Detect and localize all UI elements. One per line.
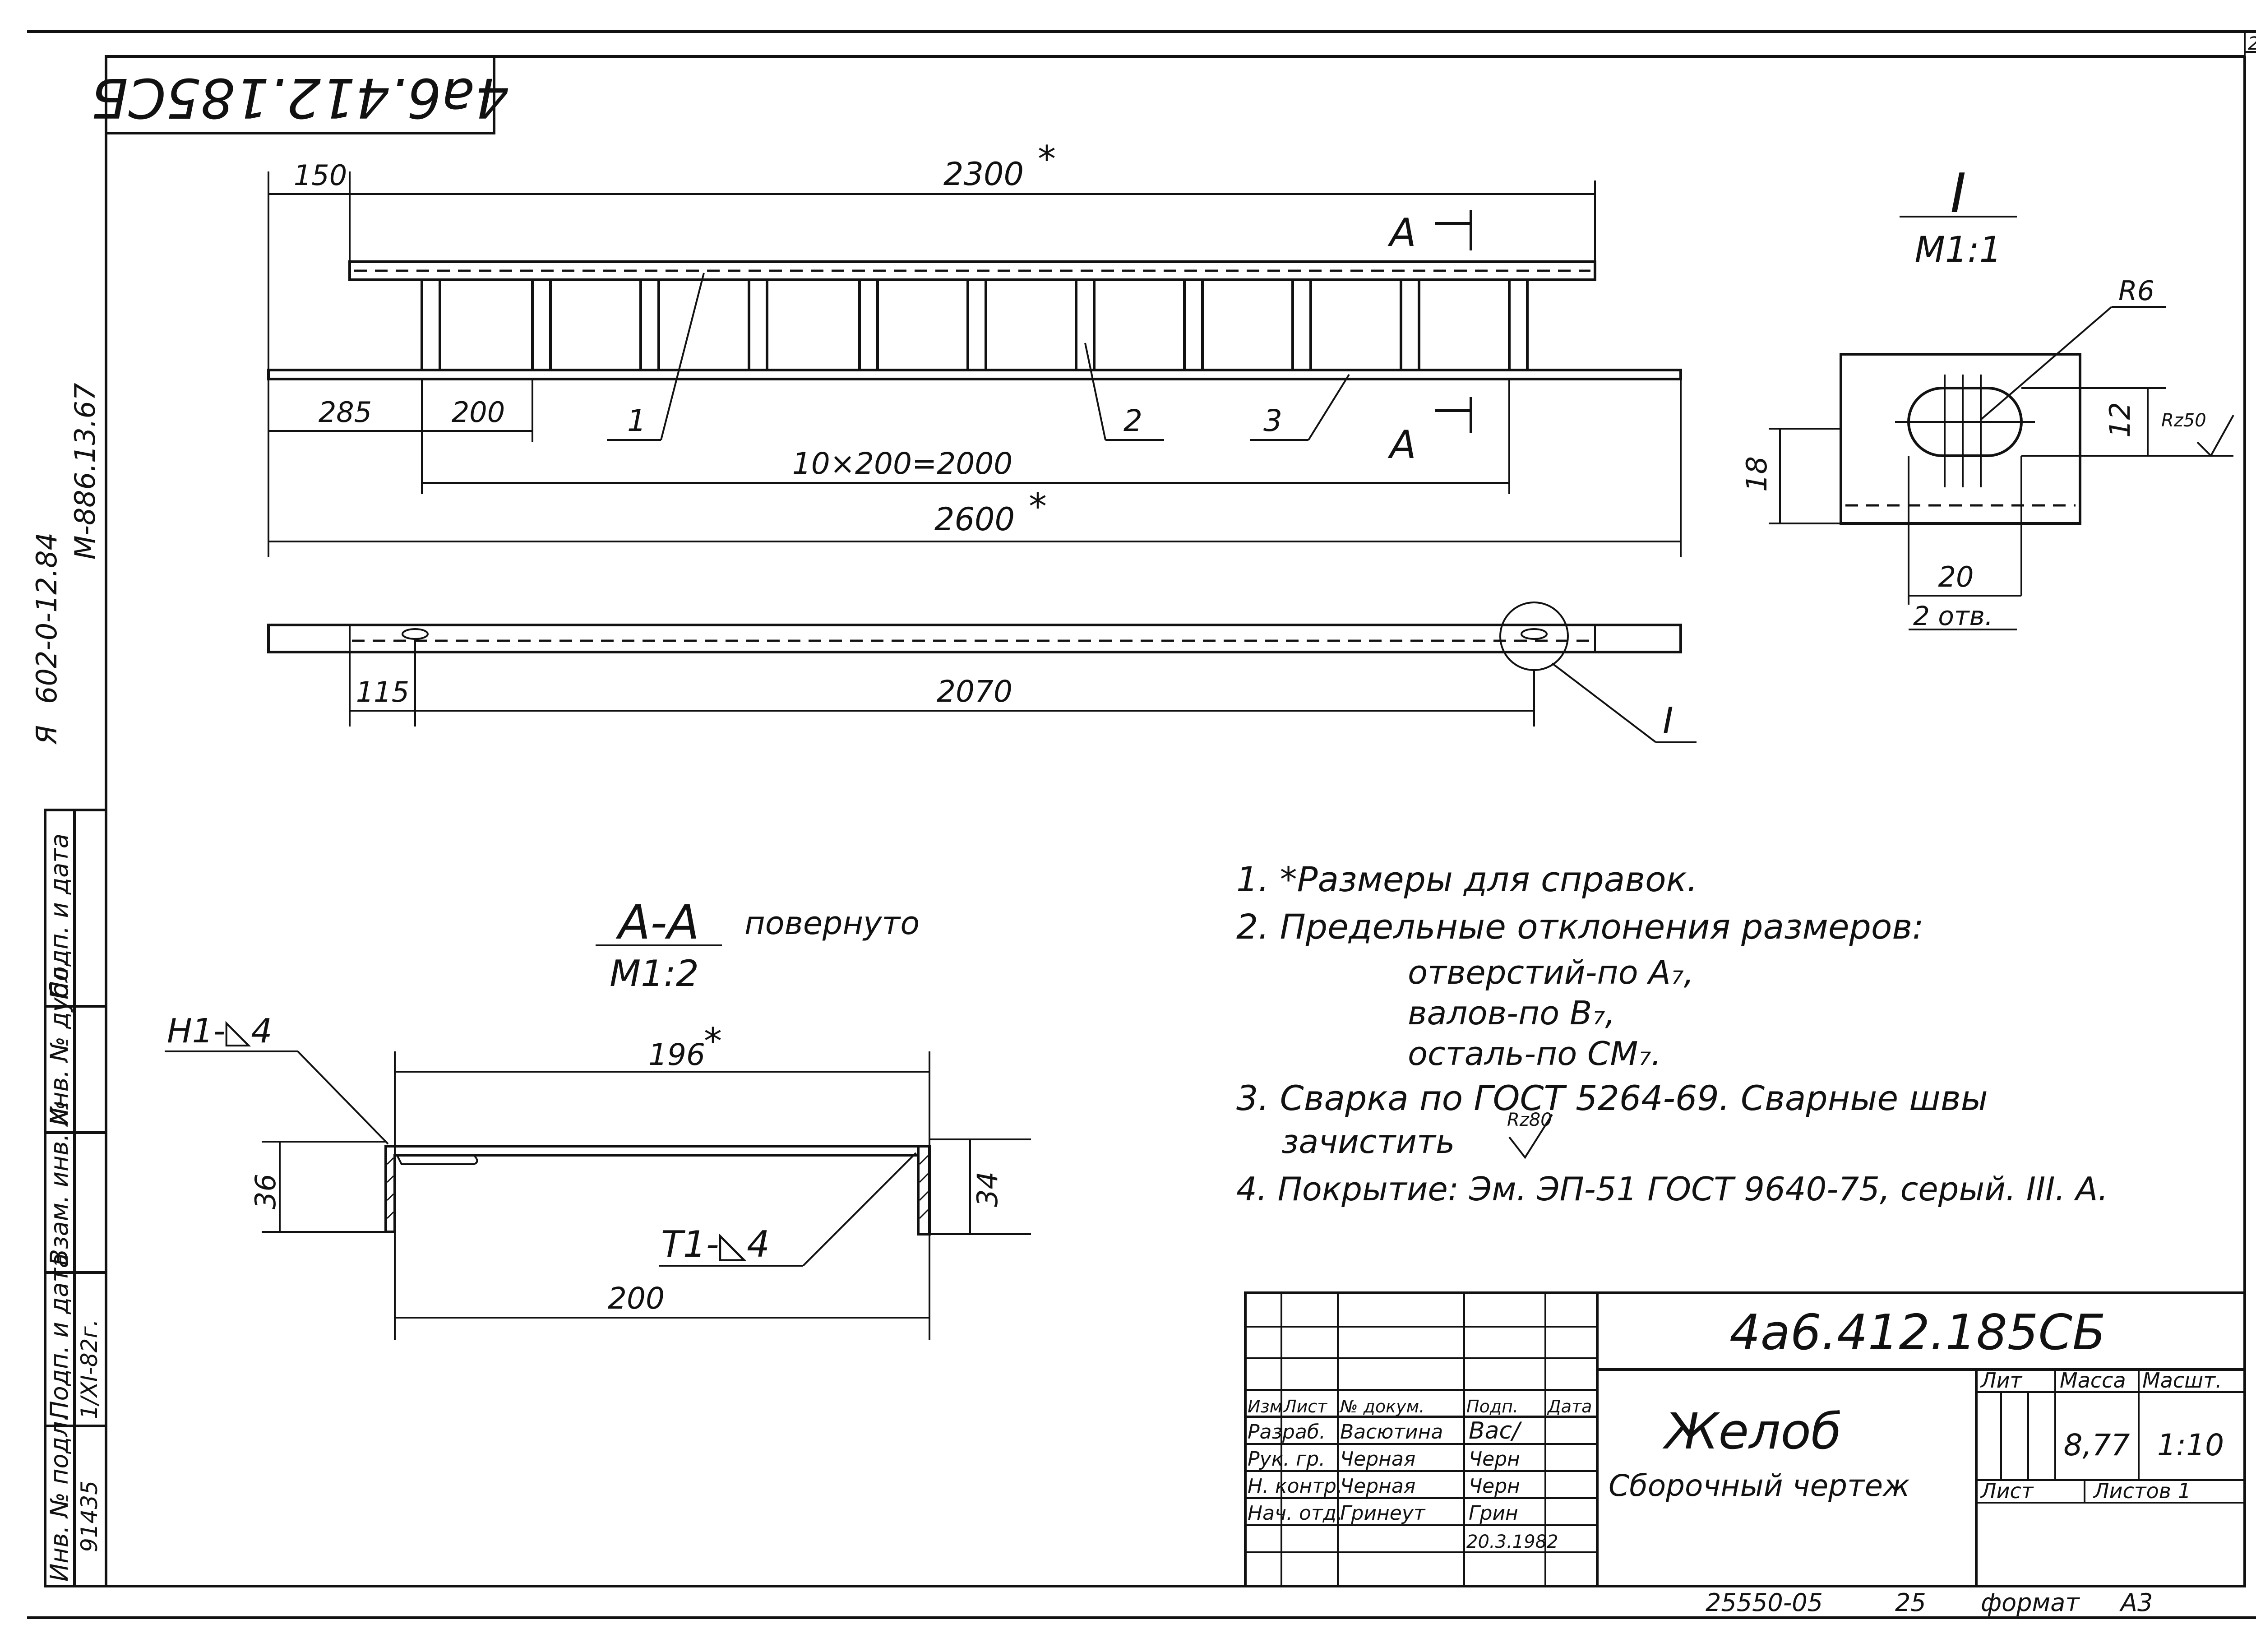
detail-height-small: 12 xyxy=(2103,402,2136,438)
detail-view: I М1:1 R6 12 Rz50 18 20 2 отв. xyxy=(1740,162,2234,631)
tb-role-3: Н. контр. xyxy=(1248,1475,1343,1498)
tb-name-3: Черная xyxy=(1340,1475,1415,1498)
tb-sign-4: Грин xyxy=(1469,1502,1518,1525)
tb-scale: 1:10 xyxy=(2157,1428,2224,1462)
note-2a: отверстий-по А₇, xyxy=(1408,953,1694,991)
bottom-code: 25550-05 xyxy=(1706,1588,1823,1617)
plan-view: I 115 2070 xyxy=(267,602,1697,743)
tb-subtitle: Сборочный чертеж xyxy=(1609,1468,1910,1503)
section-scale: М1:2 xyxy=(610,953,699,995)
detail-title: I xyxy=(1950,162,1966,225)
side-stamp-label-3: Взам. инв. № xyxy=(45,1100,74,1266)
dim-plan-offset: 115 xyxy=(356,676,409,708)
detail-height: 18 xyxy=(1740,456,1773,492)
tb-role-1: Разраб. xyxy=(1248,1421,1326,1444)
tb-lit-label: Лит xyxy=(1980,1368,2022,1393)
detail-roughness: Rz50 xyxy=(2161,410,2206,431)
margin-code-a: М-886.13.67 xyxy=(69,383,102,560)
side-stamp-value-4: 1/XI-82г. xyxy=(76,1319,102,1419)
tb-sign-1: Вас/ xyxy=(1469,1417,1522,1444)
note-2c: осталь-по СМ₇. xyxy=(1408,1035,1661,1073)
dim-plan-length: 2070 xyxy=(937,674,1012,709)
tb-role-4: Нач. отд. xyxy=(1248,1502,1343,1525)
tb-designation: 4а6.412.185СБ xyxy=(1729,1305,2106,1361)
tb-mass: 8,77 xyxy=(2064,1428,2130,1462)
section-mark-bottom: А xyxy=(1387,422,1416,467)
tb-sign-2: Черн xyxy=(1469,1448,1520,1471)
note-1: 1. *Размеры для справок. xyxy=(1236,859,1698,899)
tb-header-list: Лист xyxy=(1283,1397,1328,1416)
section-width-top: 196 xyxy=(648,1037,705,1072)
tb-sheet-label: Лист xyxy=(1980,1479,2034,1503)
section-mark-top: А xyxy=(1387,210,1416,255)
tb-date: 20.3.1982 xyxy=(1466,1532,1558,1552)
side-stamp-label-2: Инв. № дубл. xyxy=(45,959,74,1126)
section-rotated-note: повернуто xyxy=(744,905,920,942)
margin-code-b: 602-0-12.84 xyxy=(30,532,63,704)
tb-name-2: Черная xyxy=(1340,1448,1415,1471)
weld-top: Н1-◺4 xyxy=(167,1012,272,1050)
tb-name: Желоб xyxy=(1662,1402,1842,1460)
dim-left-offset: 150 xyxy=(294,159,347,192)
callout-3: 3 xyxy=(1263,403,1282,438)
dim-pitch-start: 285 xyxy=(319,396,372,429)
margin-notes: М-886.13.67 602-0-12.84 Я xyxy=(30,383,102,745)
detail-holes: 2 отв. xyxy=(1913,601,1993,631)
format-label: формат xyxy=(1981,1588,2080,1617)
tb-header-date: Дата xyxy=(1547,1397,1592,1416)
section-width-top-star: * xyxy=(704,1020,722,1062)
margin-prefix: Я xyxy=(30,725,63,745)
note-4: 4. Покрытие: Эм. ЭП-51 ГОСТ 9640-75, сер… xyxy=(1236,1170,2108,1208)
dim-length-top: 2300 xyxy=(943,156,1024,193)
side-stamp-label-4: Подп. и дата xyxy=(45,1253,74,1419)
note-roughness: Rz80 xyxy=(1507,1110,1552,1130)
section-height-left: 36 xyxy=(249,1174,282,1209)
title-block: Изм Лист № докум. Подп. Дата Разраб. Вас… xyxy=(1244,1291,2246,1587)
weld-bottom: Т1-◺4 xyxy=(661,1223,770,1265)
tb-name-4: Гринеут xyxy=(1340,1502,1426,1525)
callout-1: 1 xyxy=(627,403,646,438)
designation-box-rotated: 4а6.412.185СБ xyxy=(91,55,509,134)
dim-length-total-star: * xyxy=(1029,486,1047,528)
note-2: 2. Предельные отклонения размеров: xyxy=(1236,907,1924,947)
tb-header-izm: Изм xyxy=(1248,1397,1282,1416)
section-height-right: 34 xyxy=(971,1171,1004,1207)
tb-sheets-label: Листов 1 xyxy=(2093,1479,2191,1503)
technical-notes: 1. *Размеры для справок. 2. Предельные о… xyxy=(1236,859,2108,1208)
main-view: 150 2300 * 285 200 10×200=2000 2600 * А … xyxy=(267,138,1682,557)
tb-mass-label: Масса xyxy=(2060,1368,2126,1393)
tb-role-2: Рук. гр. xyxy=(1248,1448,1325,1471)
detail-width: 20 xyxy=(1938,560,1974,593)
side-stamp-label-5: Инв. № подл. xyxy=(45,1413,74,1582)
dim-length-total: 2600 xyxy=(934,501,1015,538)
tb-name-1: Васютина xyxy=(1340,1421,1443,1444)
bottom-number: 25 xyxy=(1895,1588,1926,1617)
section-width-bottom: 200 xyxy=(608,1281,665,1316)
section-view: А-А повернуто М1:2 196 * 36 34 200 xyxy=(165,895,1031,1340)
detail-mark: I xyxy=(1663,700,1674,742)
dim-pitch: 200 xyxy=(452,396,505,429)
note-3: 3. Сварка по ГОСТ 5264-69. Сварные швы xyxy=(1236,1078,1988,1118)
side-stamp: Подп. и дата Инв. № дубл. Взам. инв. № П… xyxy=(44,809,107,1587)
note-2b: валов-по В₇, xyxy=(1408,994,1615,1032)
note-3a: зачистить xyxy=(1281,1123,1455,1161)
tb-header-doc: № докум. xyxy=(1339,1397,1424,1416)
tb-scale-label: Масшт. xyxy=(2142,1368,2222,1393)
sheet-number: 24 xyxy=(2248,33,2256,54)
detail-scale: М1:1 xyxy=(1915,230,2002,270)
section-title: А-А xyxy=(615,895,699,950)
tb-sign-3: Черн xyxy=(1469,1475,1520,1498)
format-value: А3 xyxy=(2119,1588,2153,1617)
side-stamp-value-5: 91435 xyxy=(76,1481,102,1552)
callout-2: 2 xyxy=(1123,403,1142,438)
bottom-strip: 25550-05 25 формат А3 xyxy=(1706,1588,2153,1617)
dim-pitch-total: 10×200=2000 xyxy=(792,446,1013,481)
dim-length-top-star: * xyxy=(1038,138,1056,180)
detail-radius: R6 xyxy=(2118,275,2154,307)
designation-rotated: 4а6.412.185СБ xyxy=(91,66,509,129)
tb-header-sign: Подп. xyxy=(1466,1397,1518,1416)
side-stamp-label-1: Подп. и дата xyxy=(45,833,74,1000)
